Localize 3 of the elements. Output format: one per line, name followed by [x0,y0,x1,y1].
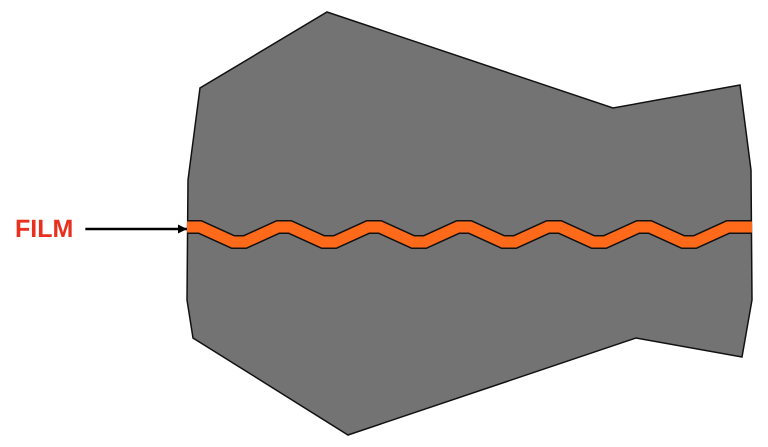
film-label: FILM [15,215,74,243]
arrow [85,224,187,234]
film-layer [187,220,752,249]
